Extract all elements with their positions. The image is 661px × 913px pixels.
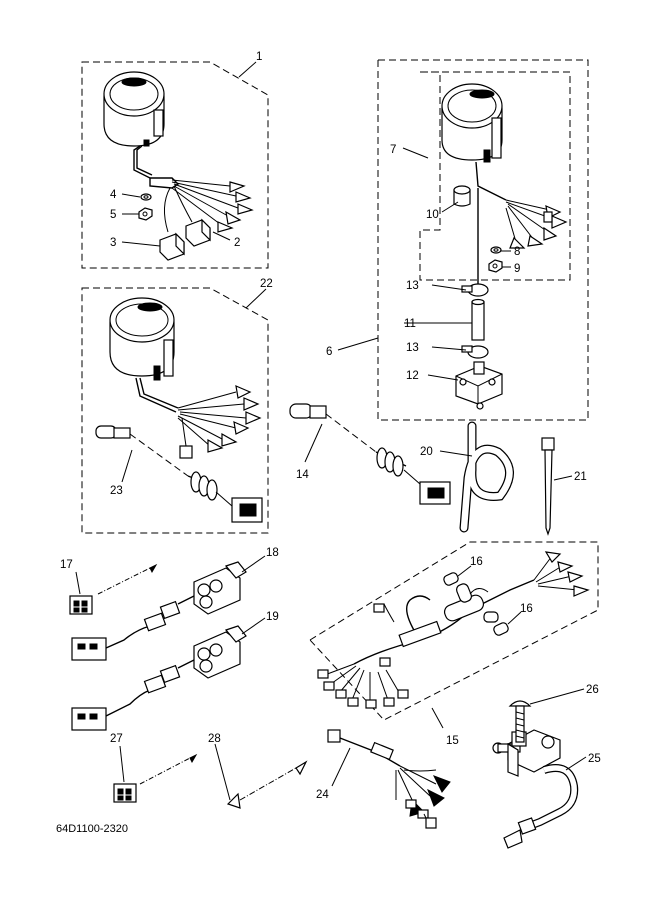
group-22-gauge-assembly: [81, 287, 269, 534]
wire-harness-7: [477, 188, 568, 286]
callout-6: 6: [326, 346, 332, 358]
callout-13-lower: 13: [406, 342, 419, 354]
connector-cap-3: [159, 232, 185, 261]
callout-24: 24: [316, 789, 329, 801]
callout-14: 14: [296, 469, 309, 481]
screw-26: [508, 700, 532, 743]
callout-8: 8: [514, 246, 520, 258]
callout-16-upper: 16: [470, 556, 483, 568]
tube-11: [471, 298, 485, 341]
double-arrow-28: [226, 760, 308, 809]
callout-16-lower: 16: [520, 603, 533, 615]
connector-cap-2: [185, 218, 211, 247]
callout-19: 19: [266, 611, 279, 623]
callout-20: 20: [420, 446, 433, 458]
callout-17: 17: [60, 559, 73, 571]
callout-10: 10: [426, 209, 439, 221]
callout-25: 25: [588, 753, 601, 765]
callout-18: 18: [266, 547, 279, 559]
callout-21: 21: [574, 471, 587, 483]
clamp-13-upper: [461, 283, 489, 297]
catalog-code: 64D1100-2320: [56, 823, 128, 835]
callout-3: 3: [110, 237, 116, 249]
callout-9: 9: [514, 263, 520, 275]
callout-28: 28: [208, 733, 221, 745]
callout-1: 1: [256, 51, 262, 63]
callout-23: 23: [110, 485, 123, 497]
callout-11: 11: [404, 318, 416, 330]
sub-harness-24: [327, 729, 451, 829]
gauge-22: [109, 297, 179, 413]
sensor-bracket-25: [492, 729, 579, 849]
washer-4: [140, 193, 152, 201]
callout-labels: 1 2 3 4 5 6 7 8 9 10 11 12 13 13 14 15 1…: [60, 51, 601, 801]
adapter-harness-19: [71, 625, 247, 731]
cap-17: [69, 563, 158, 615]
wire-harness-1: [164, 179, 254, 233]
callout-2: 2: [234, 237, 240, 249]
leader-lines: [75, 61, 587, 801]
hose-20: [459, 421, 514, 533]
nut-9: [488, 259, 503, 273]
callout-5: 5: [110, 209, 116, 221]
nut-5: [138, 207, 153, 221]
callout-22: 22: [260, 278, 273, 290]
callout-7: 7: [390, 144, 396, 156]
washer-8: [490, 246, 502, 254]
adapter-harness-18: [71, 561, 247, 661]
terminal-cover-16-lower: [493, 622, 509, 636]
callout-27: 27: [110, 733, 123, 745]
terminal-cover-16-upper: [443, 572, 459, 586]
callout-26: 26: [586, 684, 599, 696]
main-harness-15: [317, 551, 590, 709]
callout-13-upper: 13: [406, 280, 419, 292]
cable-tie-21: [541, 437, 555, 536]
sensor-12: [455, 361, 503, 410]
callout-15: 15: [446, 735, 459, 747]
callout-12: 12: [406, 370, 419, 382]
extension-cable-23: [95, 425, 263, 523]
cap-27: [113, 753, 198, 803]
gauge-7: [441, 83, 507, 201]
gauge-1: [103, 71, 180, 189]
extension-cable-14: [289, 403, 451, 505]
clamp-13-lower: [461, 345, 489, 359]
wire-harness-22: [177, 385, 262, 459]
group-6-sensor-assembly: [377, 59, 589, 421]
group-15-main-harness: [309, 541, 599, 721]
callout-4: 4: [110, 189, 117, 201]
group-1-gauge-assembly: [81, 61, 269, 269]
